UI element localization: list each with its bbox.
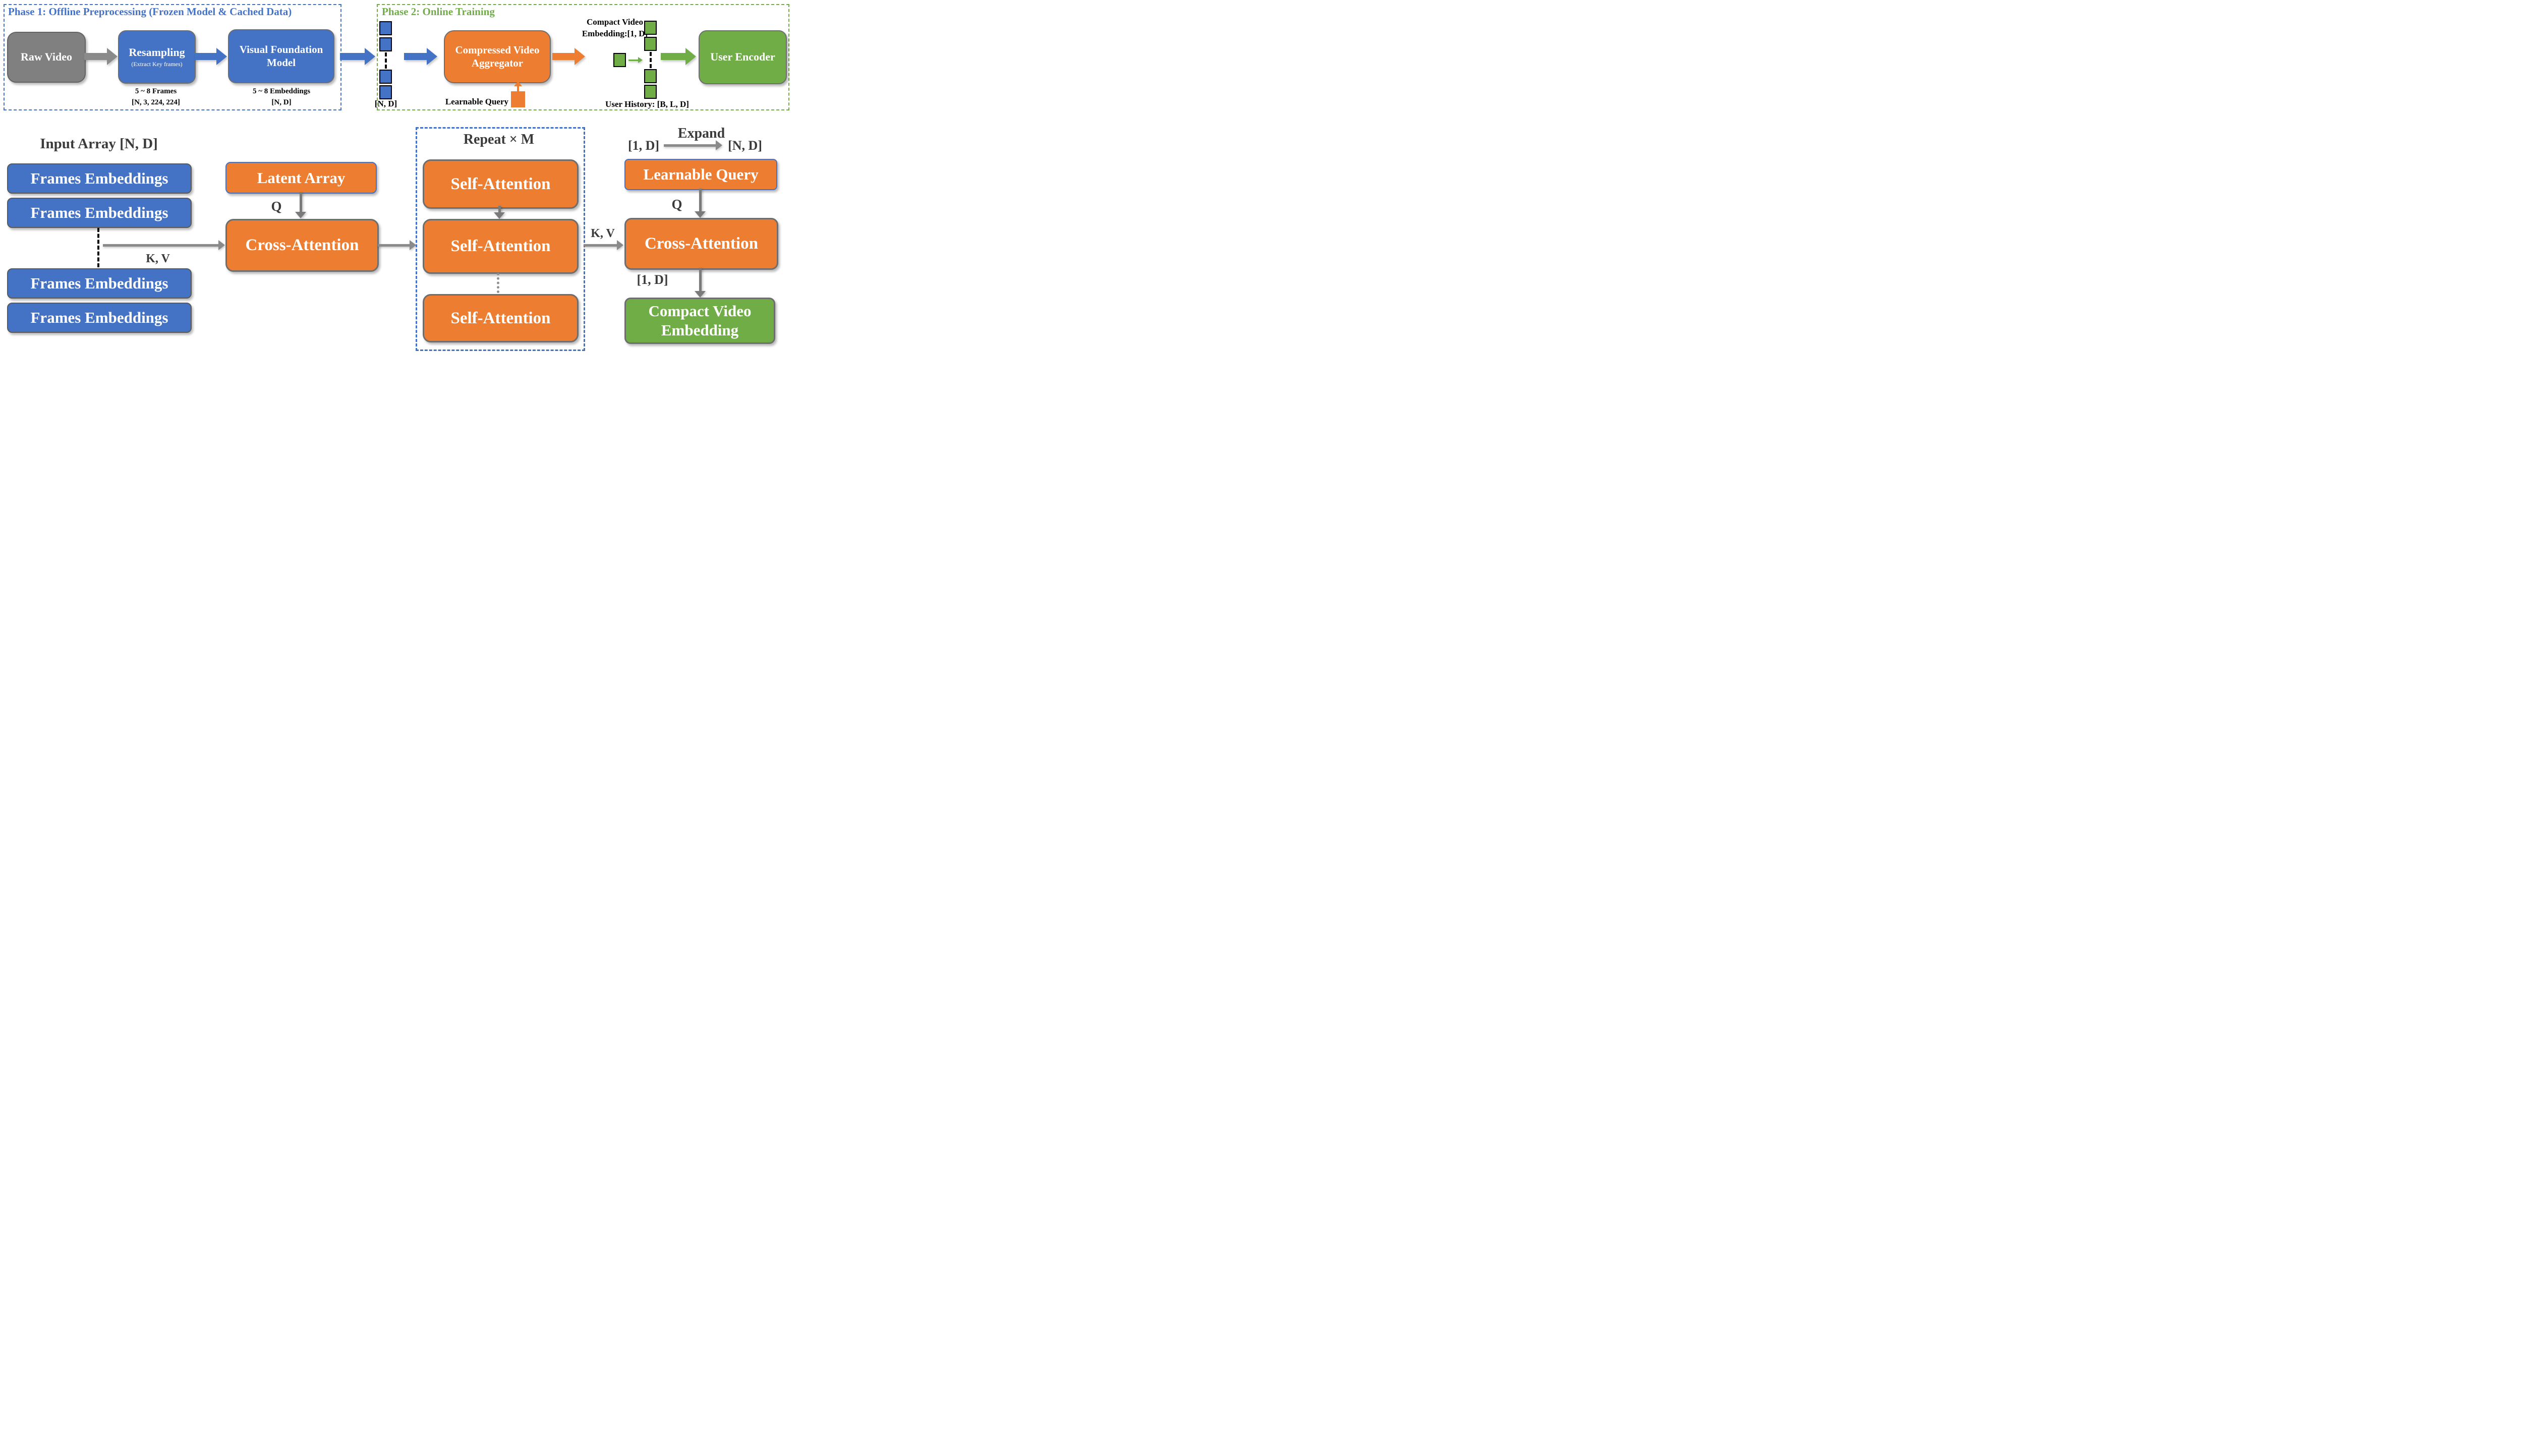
frames-embeddings-box-3: Frames Embeddings (7, 268, 192, 299)
q-right-label: Q (671, 197, 682, 212)
self-attention-box-1: Self-Attention (423, 159, 579, 209)
user-encoder-box: User Encoder (699, 30, 787, 84)
frames-embeddings-label: Frames Embeddings (30, 169, 168, 188)
arrow-self-attention-1-2 (493, 206, 505, 219)
embeddings-caption-line2: [N, D] (271, 98, 292, 106)
arrow-history-to-encoder (661, 47, 696, 66)
visual-foundation-model-label: Visual Foundation Model (239, 43, 323, 69)
arrow-expand (664, 140, 722, 150)
frame-token-1 (379, 21, 392, 35)
compact-embedding-caption-line2: Embedding:[1, D] (582, 28, 648, 38)
self-attention-label: Self-Attention (450, 309, 551, 327)
learnable-query-label: Learnable Query (643, 165, 759, 184)
q-left-label: Q (271, 199, 282, 214)
frames-embeddings-box-1: Frames Embeddings (7, 163, 192, 194)
arrow-phase1-to-phase2 (340, 47, 375, 66)
frames-embeddings-label: Frames Embeddings (30, 309, 168, 327)
embeddings-caption-line1: 5 ~ 8 Embeddings (252, 87, 311, 95)
user-encoder-label: User Encoder (710, 50, 775, 64)
frame-token-2 (379, 37, 392, 51)
arrow-repeat-to-cross-attention-right (584, 240, 623, 250)
repeat-container (416, 127, 585, 351)
expand-label: Expand (677, 126, 725, 141)
compact-embedding-caption: Compact Video Embedding:[1, D] (578, 17, 652, 40)
frames-embeddings-ellipsis (97, 228, 99, 267)
self-attention-label: Self-Attention (450, 174, 551, 193)
frames-embeddings-label: Frames Embeddings (30, 204, 168, 222)
user-history-label: User History: [B, L, D] (605, 99, 689, 109)
output-dim-label: [1, D] (637, 272, 668, 287)
cross-attention-label: Cross-Attention (645, 235, 758, 253)
compact-embedding-token (613, 53, 626, 67)
kv-right-label: K, V (591, 227, 615, 240)
visual-foundation-model-box: Visual Foundation Model (228, 29, 334, 83)
history-token-1 (644, 21, 657, 35)
learnable-query-box: Learnable Query (624, 159, 777, 190)
cross-attention-left-box: Cross-Attention (225, 219, 379, 272)
cross-attention-label: Cross-Attention (245, 236, 359, 255)
arrow-tokens-to-aggregator (404, 48, 437, 65)
arrow-compact-to-history (628, 55, 643, 65)
frames-embeddings-label: Frames Embeddings (30, 274, 168, 293)
self-attention-box-3: Self-Attention (423, 294, 579, 342)
repeat-title: Repeat × M (463, 132, 535, 147)
arrow-kv-to-cross-attention-left (103, 240, 225, 250)
latent-array-box: Latent Array (225, 162, 377, 194)
phase2-title: Phase 2: Online Training (382, 6, 495, 18)
history-token-4 (644, 85, 657, 99)
phase2-container (377, 4, 789, 110)
arrow-cross-attention-to-output (694, 268, 706, 298)
compact-video-embedding-box: Compact Video Embedding (624, 298, 775, 344)
frames-embeddings-box-4: Frames Embeddings (7, 303, 192, 333)
arrow-rawvideo-to-resampling (84, 48, 118, 65)
kv-left-label: K, V (146, 252, 170, 265)
compact-embedding-caption-line1: Compact Video (587, 17, 643, 27)
compressed-video-aggregator-label: Compressed Video Aggregator (455, 43, 540, 69)
resampling-box: Resampling (Extract Key frames) (118, 30, 196, 84)
cross-attention-right-box: Cross-Attention (624, 218, 778, 270)
arrow-cross-attention-to-repeat (378, 240, 416, 250)
learnable-query-caption: Learnable Query (445, 97, 508, 106)
arrow-query-to-cross-attention-right (694, 189, 706, 218)
self-attention-label: Self-Attention (450, 237, 551, 256)
expand-from-label: [1, D] (627, 138, 660, 153)
frames-caption-line1: 5 ~ 8 Frames (135, 87, 177, 95)
arrow-aggregator-out (552, 48, 585, 65)
resampling-label: Resampling (129, 46, 185, 59)
frame-token-4 (379, 85, 392, 99)
compressed-video-aggregator-box: Compressed Video Aggregator (444, 30, 551, 83)
arrow-learnable-query-up (513, 81, 523, 91)
phase1-title: Phase 1: Offline Preprocessing (Frozen M… (8, 6, 292, 18)
raw-video-label: Raw Video (20, 50, 73, 64)
expand-to-label: [N, D] (728, 138, 762, 153)
history-tokens-ellipsis (650, 52, 652, 68)
frames-caption-line2: [N, 3, 224, 224] (132, 98, 180, 106)
resampling-sublabel: (Extract Key frames) (131, 61, 183, 68)
input-array-title: Input Array [N, D] (40, 136, 158, 152)
learnable-query-token (511, 91, 525, 107)
history-token-2 (644, 37, 657, 51)
frame-token-3 (379, 70, 392, 84)
frame-tokens-ellipsis (385, 52, 387, 69)
history-token-3 (644, 69, 657, 83)
latent-array-label: Latent Array (257, 168, 346, 187)
arrow-latent-to-cross-attention (295, 192, 307, 218)
compact-video-embedding-label: Compact Video Embedding (648, 302, 752, 339)
raw-video-box: Raw Video (7, 32, 86, 83)
frame-tokens-label: [N, D] (374, 99, 397, 108)
architecture-diagram: Phase 1: Offline Preprocessing (Frozen M… (0, 0, 791, 352)
embeddings-caption: 5 ~ 8 Embeddings [N, D] (236, 86, 327, 108)
frames-embeddings-box-2: Frames Embeddings (7, 198, 192, 228)
self-attention-box-2: Self-Attention (423, 219, 579, 274)
arrow-resampling-to-vfm (195, 48, 227, 65)
self-attention-ellipsis (497, 273, 499, 293)
frames-caption: 5 ~ 8 Frames [N, 3, 224, 224] (110, 86, 201, 108)
